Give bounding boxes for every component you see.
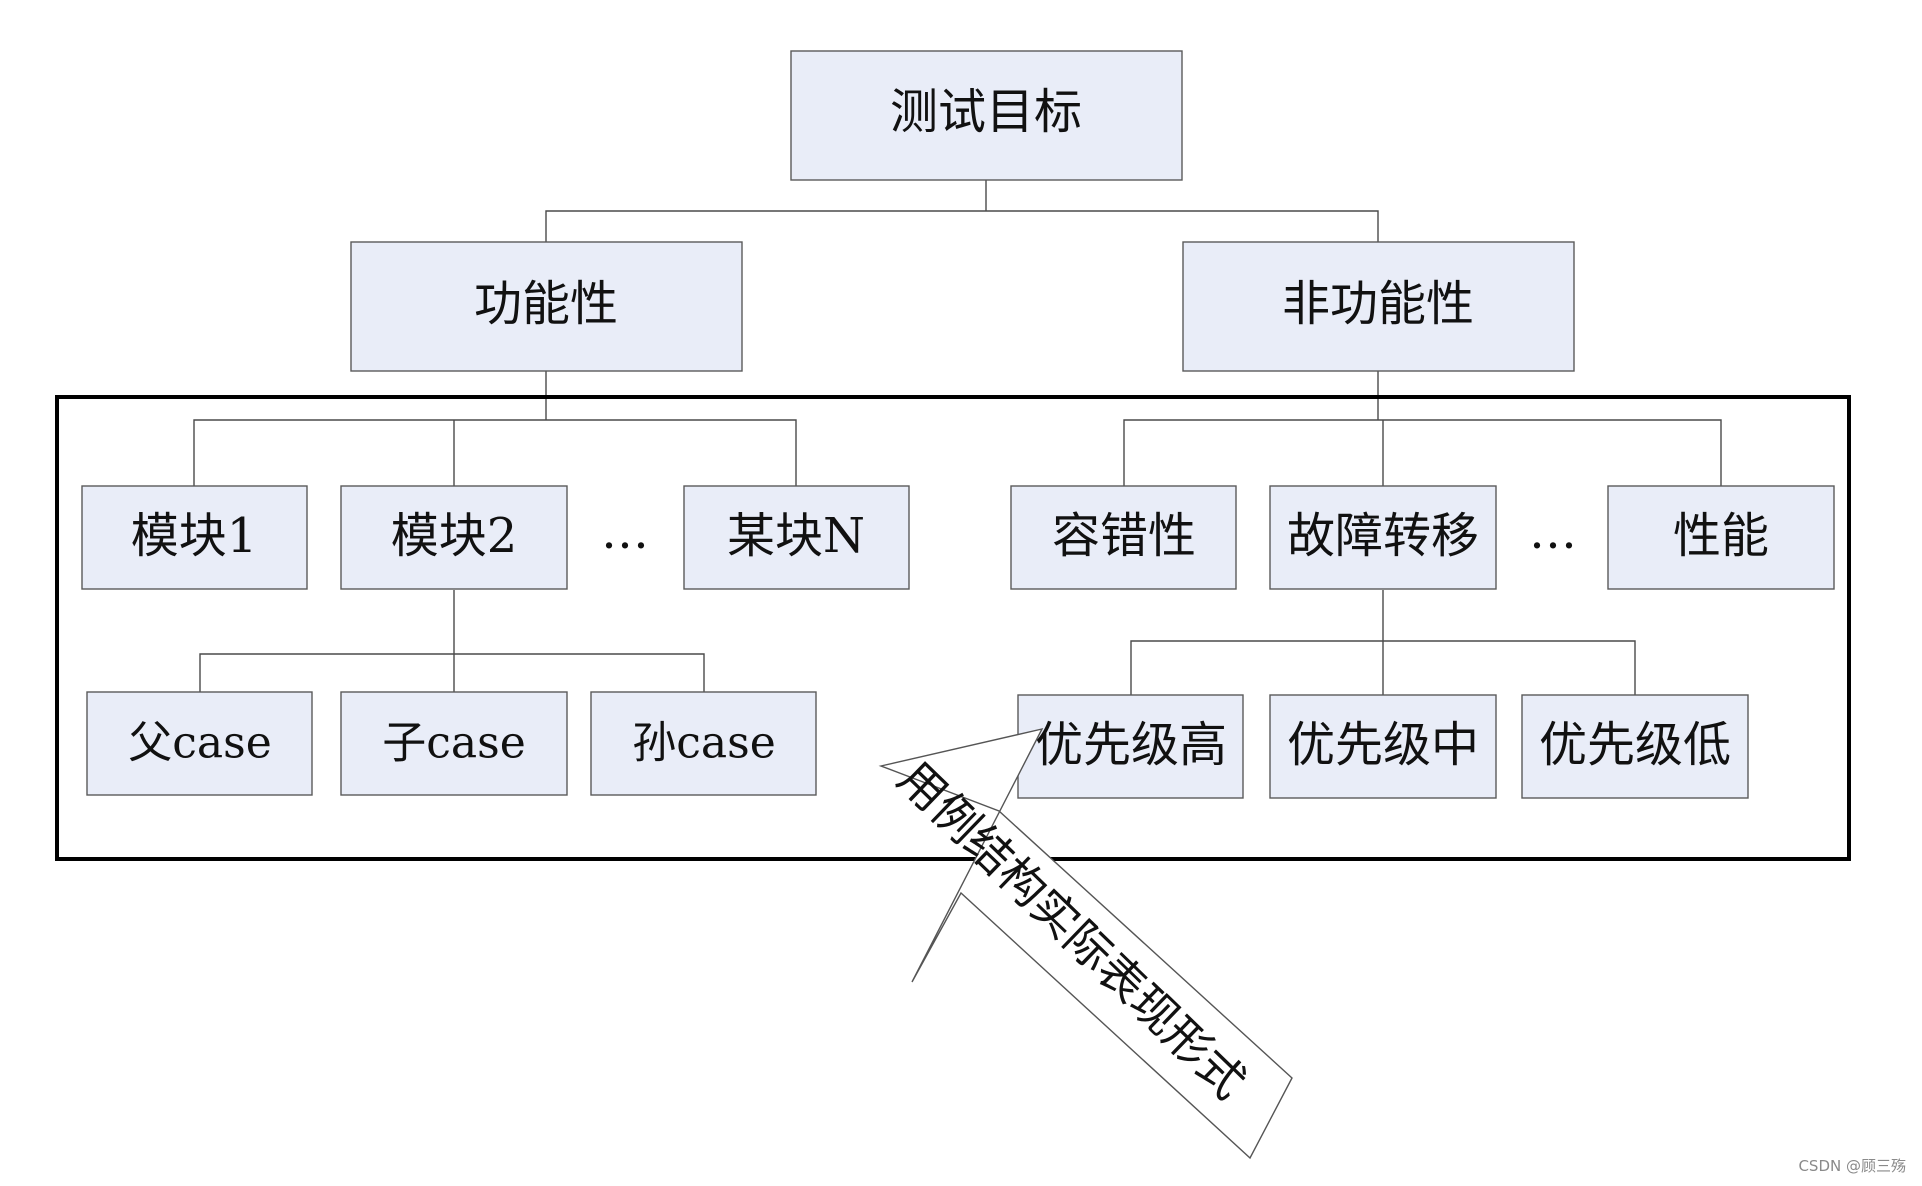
connector-level1 bbox=[545, 210, 1379, 242]
failover-node: 故障转移 bbox=[1269, 485, 1497, 590]
child-case-node: 子case bbox=[340, 691, 568, 796]
priority-mid-node: 优先级中 bbox=[1269, 694, 1497, 799]
failover-label: 故障转移 bbox=[1287, 508, 1479, 564]
grandchild-case-label: 孙case bbox=[632, 718, 776, 769]
root-node: 测试目标 bbox=[790, 50, 1183, 181]
priority-low-label: 优先级低 bbox=[1539, 717, 1731, 773]
fault-tolerance-label: 容错性 bbox=[1052, 508, 1196, 564]
performance-label: 性能 bbox=[1673, 508, 1769, 564]
connector-functional-children bbox=[193, 419, 797, 486]
module1-label: 模块1 bbox=[131, 508, 258, 564]
connector-nonfunctional-children bbox=[1123, 419, 1722, 486]
priority-high-node: 优先级高 bbox=[1017, 694, 1244, 799]
performance-node: 性能 bbox=[1607, 485, 1835, 590]
parent-case-node: 父case bbox=[86, 691, 313, 796]
fault-tolerance-node: 容错性 bbox=[1010, 485, 1237, 590]
case-structure-frame bbox=[55, 395, 1851, 861]
functional-ellipsis: … bbox=[601, 504, 649, 560]
non-functional-ellipsis: … bbox=[1529, 504, 1577, 560]
watermark: CSDN @顾三殇 bbox=[1798, 1157, 1906, 1175]
child-case-label: 子case bbox=[382, 718, 526, 769]
functional-label: 功能性 bbox=[474, 276, 618, 332]
module1-node: 模块1 bbox=[81, 485, 308, 590]
moduleN-label: 某块N bbox=[727, 508, 865, 564]
priority-low-node: 优先级低 bbox=[1521, 694, 1749, 799]
connector-cases bbox=[199, 653, 705, 692]
module2-label: 模块2 bbox=[391, 508, 518, 564]
parent-case-label: 父case bbox=[128, 718, 272, 769]
connectors bbox=[193, 180, 1722, 695]
arrow-label: 用例结构实际表现形式 bbox=[888, 751, 1256, 1109]
grandchild-case-node: 孙case bbox=[590, 691, 817, 796]
non-functional-label: 非功能性 bbox=[1282, 276, 1474, 332]
module2-node: 模块2 bbox=[340, 485, 568, 590]
functional-node: 功能性 bbox=[350, 241, 743, 372]
priority-high-label: 优先级高 bbox=[1035, 717, 1227, 773]
priority-mid-label: 优先级中 bbox=[1287, 717, 1479, 773]
root-label: 测试目标 bbox=[890, 84, 1082, 140]
moduleN-node: 某块N bbox=[683, 485, 910, 590]
arrow-shape bbox=[878, 727, 1293, 1160]
non-functional-node: 非功能性 bbox=[1182, 241, 1575, 372]
